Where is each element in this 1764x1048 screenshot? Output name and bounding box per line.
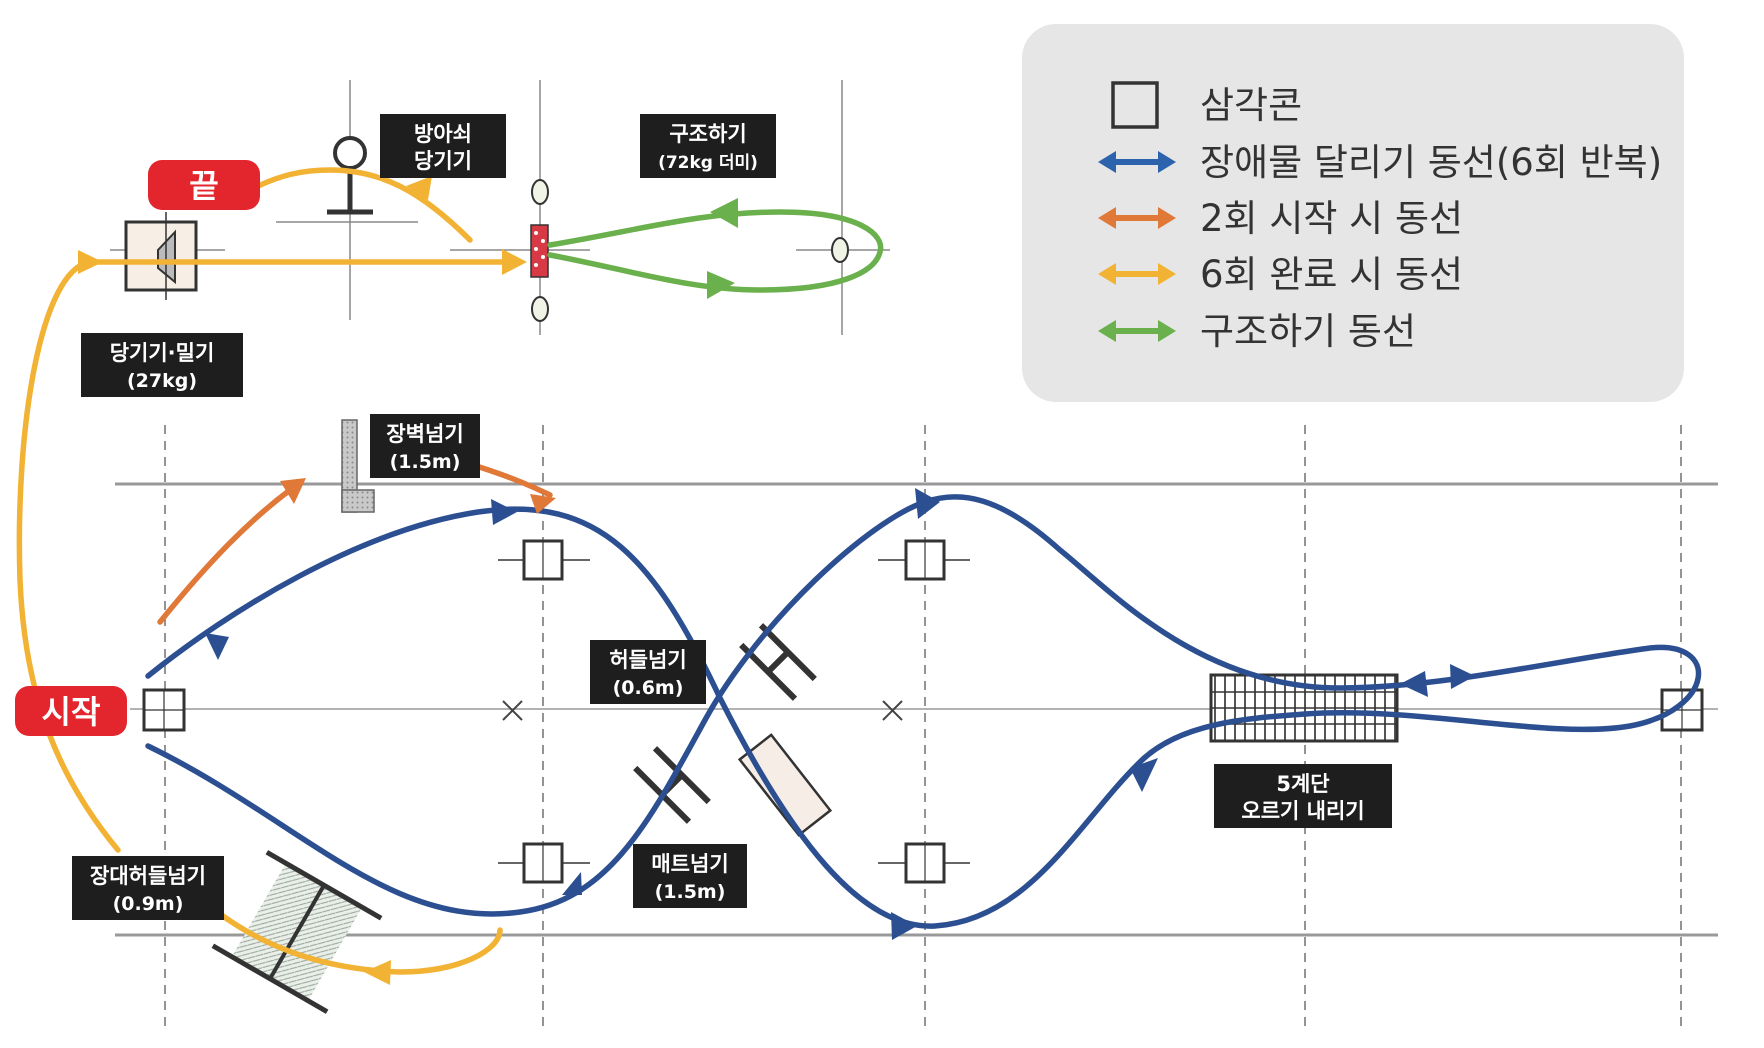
- rescue-label-line2: (72kg 더미): [658, 153, 758, 173]
- hurdle-obstacle-2: [633, 746, 711, 824]
- legend: 삼각콘 장애물 달리기 동선(6회 반복) 2회 시작 시 동선 6회 완료 시…: [1022, 24, 1684, 402]
- legend-box: [1022, 24, 1684, 402]
- legend-item-cone: 삼각콘: [1111, 81, 1302, 129]
- trigger-pull-label-line1: 방아쇠: [414, 122, 472, 146]
- rescue-dummy-marker: [530, 179, 849, 322]
- blue-arrow-legend-head-left: [1098, 151, 1116, 173]
- yellow-route-arrowheads: [78, 176, 527, 985]
- hurdle-label-line2: (0.6m): [613, 677, 684, 699]
- label-long-hurdle: 장대허들넘기 (0.9m): [72, 856, 224, 920]
- label-hurdle: 허들넘기 (0.6m): [590, 640, 706, 704]
- trigger-pull-label-line2: 당기기: [414, 149, 472, 173]
- legend-item-yellow: 6회 완료 시 동선: [1098, 253, 1463, 296]
- cones: [142, 539, 1704, 884]
- green-arrow-legend-head-left: [1098, 320, 1116, 342]
- wall-label-line2: (1.5m): [390, 451, 461, 473]
- blue-route: [145, 494, 1702, 929]
- cone-far-right: [1660, 688, 1704, 732]
- label-mat: 매트넘기 (1.5m): [633, 844, 747, 908]
- wall-label-line1: 장벽넘기: [386, 422, 463, 446]
- trigger-pull-equipment: [327, 136, 373, 215]
- stairs-label-line2: 오르기 내리기: [1241, 799, 1364, 823]
- label-stairs: 5계단 오르기 내리기: [1214, 764, 1392, 828]
- stairs-label-line1: 5계단: [1276, 772, 1329, 796]
- legend-item-blue: 장애물 달리기 동선(6회 반복): [1098, 141, 1662, 184]
- mat-obstacle: [737, 733, 833, 837]
- label-rescue: 구조하기 (72kg 더미): [640, 114, 776, 178]
- cone-legend-icon: [1111, 81, 1159, 129]
- mat-label-line2: (1.5m): [655, 881, 726, 903]
- wall-obstacle: [341, 419, 375, 513]
- orange-route-arrowheads: [280, 478, 556, 514]
- hurdle-label-line1: 허들넘기: [609, 648, 686, 672]
- end-label: 끝: [189, 167, 218, 205]
- green-route-arrowheads: [707, 198, 738, 299]
- label-pull-push: 당기기·밀기 (27kg): [81, 333, 243, 397]
- cone-top-1: [498, 539, 590, 581]
- label-trigger-pull: 방아쇠 당기기: [380, 114, 506, 178]
- legend-text-yellow: 6회 완료 시 동선: [1200, 253, 1463, 296]
- badge-end: 끝: [148, 160, 260, 210]
- legend-item-orange: 2회 시작 시 동선: [1098, 197, 1463, 240]
- long-hurdle-label-line1: 장대허들넘기: [90, 864, 206, 888]
- start-label: 시작: [42, 693, 101, 731]
- green-route: [547, 209, 884, 293]
- mat-label-line1: 매트넘기: [651, 852, 728, 876]
- long-hurdle-label-line2: (0.9m): [113, 893, 184, 915]
- blue-arrow-legend-head-right: [1158, 151, 1176, 173]
- long-hurdle-obstacle: [211, 850, 383, 1014]
- pull-push-equipment: [124, 212, 198, 300]
- yellow-arrow-legend-head-left: [1098, 263, 1116, 285]
- badge-start: 시작: [15, 686, 127, 736]
- green-arrow-legend-head-right: [1158, 320, 1176, 342]
- cone-top-2: [878, 539, 970, 581]
- cone-bottom-2: [878, 842, 970, 884]
- hurdle-obstacle-1: [739, 623, 817, 701]
- orange-arrow-legend-head-right: [1158, 207, 1176, 229]
- pull-push-label-line2: (27kg): [127, 370, 197, 392]
- legend-text-green: 구조하기 동선: [1200, 310, 1416, 353]
- orange-arrow-legend-head-left: [1098, 207, 1116, 229]
- legend-text-cone: 삼각콘: [1200, 84, 1302, 127]
- cone-start: [142, 688, 186, 732]
- legend-item-green: 구조하기 동선: [1098, 310, 1416, 353]
- label-wall: 장벽넘기 (1.5m): [370, 414, 480, 478]
- orange-route: [157, 461, 553, 625]
- cone-bottom-1: [498, 842, 590, 884]
- legend-text-blue: 장애물 달리기 동선(6회 반복): [1200, 141, 1662, 184]
- rescue-label-line1: 구조하기: [669, 122, 746, 146]
- yellow-route: [16, 167, 523, 975]
- legend-text-orange: 2회 시작 시 동선: [1200, 197, 1463, 240]
- pull-push-label-line1: 당기기·밀기: [110, 341, 215, 365]
- blue-route-arrowheads: [205, 488, 1475, 940]
- yellow-arrow-legend-head-right: [1158, 263, 1176, 285]
- field-lines: [115, 425, 1718, 1030]
